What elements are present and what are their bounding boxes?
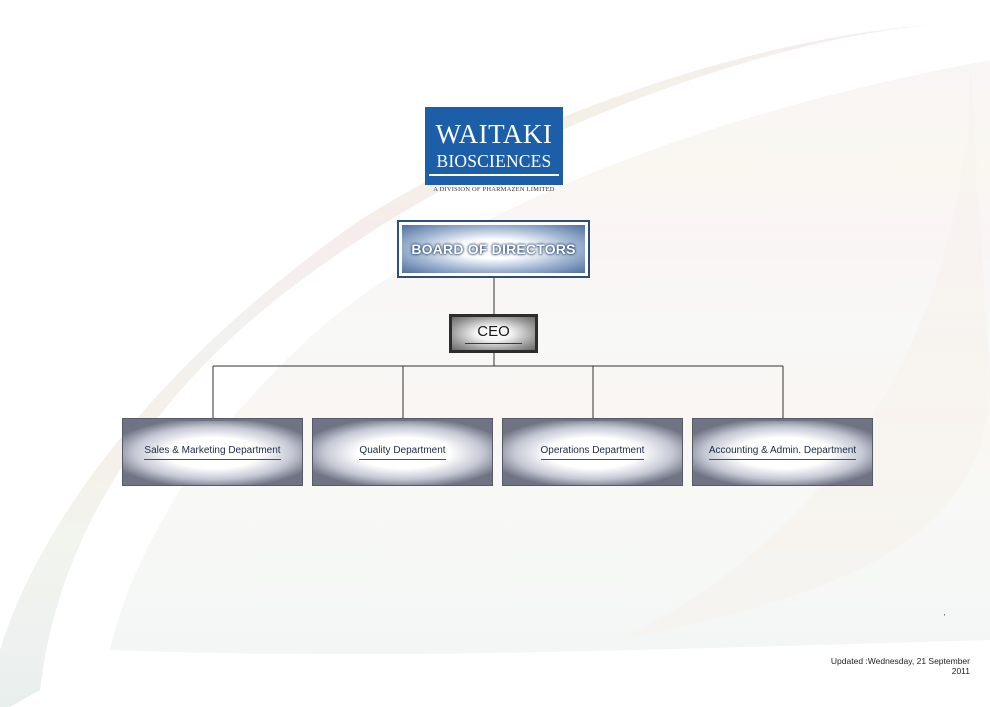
department-node-glow: [123, 421, 302, 485]
board-of-directors-node: BOARD OF DIRECTORS: [397, 220, 590, 278]
updated-date: Updated :Wednesday, 21 September 2011: [770, 656, 970, 676]
company-logo: WAITAKI BIOSCIENCES: [425, 107, 563, 185]
logo-wordmark-secondary: BIOSCIENCES: [429, 151, 559, 176]
department-node-operations: Operations Department: [502, 418, 683, 486]
ceo-node: CEO: [449, 314, 538, 353]
ceo-label: CEO: [465, 323, 522, 344]
department-node-glow: [693, 421, 872, 485]
department-label: Operations Department: [540, 445, 645, 460]
department-label: Sales & Marketing Department: [144, 445, 281, 460]
logo-wordmark-primary: WAITAKI: [435, 119, 553, 149]
department-node-glow: [313, 421, 492, 485]
board-label: BOARD OF DIRECTORS: [411, 241, 576, 257]
department-node-sales-marketing: Sales & Marketing Department: [122, 418, 303, 486]
updated-date-line1: Updated :Wednesday, 21 September: [830, 656, 970, 666]
department-node-glow: [503, 421, 682, 485]
logo-tagline: A DIVISION OF PHARMAZEN LIMITED: [433, 186, 555, 193]
department-node-accounting-admin: Accounting & Admin. Department: [692, 418, 873, 486]
footer-mark: ': [944, 614, 946, 621]
department-node-quality: Quality Department: [312, 418, 493, 486]
department-label: Accounting & Admin. Department: [708, 445, 857, 460]
board-node-fill: BOARD OF DIRECTORS: [402, 225, 585, 273]
department-label: Quality Department: [359, 445, 446, 460]
updated-date-line2: 2011: [951, 666, 970, 676]
